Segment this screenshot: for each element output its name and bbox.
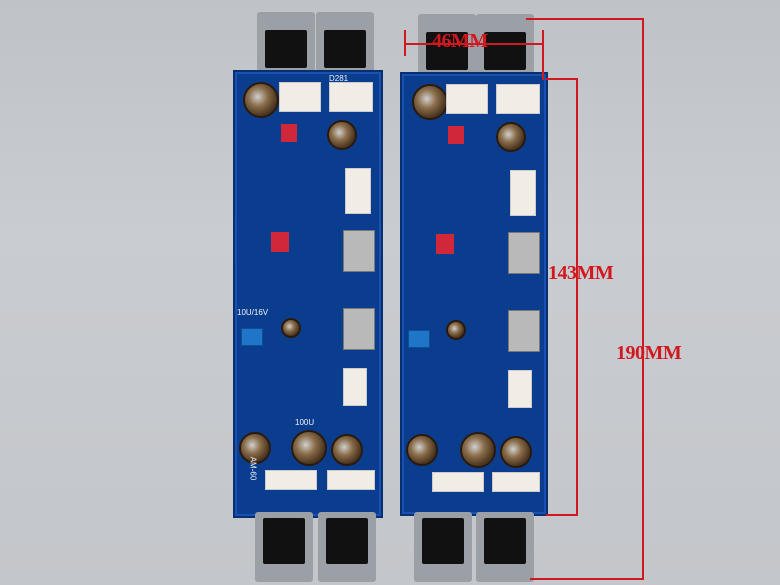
board-dim-line xyxy=(576,78,578,516)
model-label: AM-60 xyxy=(248,456,258,481)
white-resistor xyxy=(279,82,321,112)
cap xyxy=(500,436,532,468)
cap xyxy=(243,82,279,118)
pcb-left: AM-60 100U D281 10U/16V xyxy=(233,70,383,518)
white-resistor xyxy=(446,84,488,114)
width-dim-tick-right xyxy=(542,30,544,80)
white-resistor xyxy=(492,472,540,492)
cap xyxy=(446,320,466,340)
cap xyxy=(239,432,271,464)
cap-label: 100U xyxy=(295,418,315,427)
top-transistor-left-2 xyxy=(316,12,374,72)
white-resistor xyxy=(265,470,317,490)
white-resistor xyxy=(327,470,375,490)
white-resistor xyxy=(510,170,536,216)
red-capacitor xyxy=(281,124,297,142)
pcb-right xyxy=(400,72,548,516)
board-dim-tick-top xyxy=(546,78,578,80)
red-capacitor xyxy=(448,126,464,144)
board-dim-tick-bottom xyxy=(546,514,578,516)
cap xyxy=(412,84,448,120)
driver-transistor xyxy=(508,232,540,274)
overall-dim-tick-bottom xyxy=(530,578,644,580)
width-dim-tick-left xyxy=(404,30,406,56)
cap xyxy=(281,318,301,338)
driver-transistor xyxy=(343,230,375,272)
white-resistor xyxy=(496,84,540,114)
bias-trimmer xyxy=(408,330,430,348)
red-capacitor xyxy=(271,232,289,252)
white-resistor xyxy=(508,370,532,408)
cap xyxy=(496,122,526,152)
cap xyxy=(327,120,357,150)
top-transistor-left-1 xyxy=(257,12,315,72)
cap xyxy=(460,432,496,468)
overall-dim-tick-top xyxy=(526,18,644,20)
bottom-transistor-right-1 xyxy=(414,512,472,582)
overall-dim-line xyxy=(642,18,644,580)
bias-trimmer xyxy=(241,328,263,346)
driver-transistor xyxy=(343,308,375,350)
white-resistor xyxy=(343,368,367,406)
board-length-label: 143MM xyxy=(548,262,614,284)
overall-length-label: 190MM xyxy=(616,342,682,364)
white-resistor xyxy=(345,168,371,214)
width-dim-line xyxy=(404,43,544,45)
width-dimension-label: 46MM xyxy=(432,30,488,52)
cap xyxy=(291,430,327,466)
cap xyxy=(331,434,363,466)
cap xyxy=(406,434,438,466)
driver-transistor xyxy=(508,310,540,352)
bottom-transistor-left-1 xyxy=(255,512,313,582)
white-resistor xyxy=(329,82,373,112)
diode-label: D281 xyxy=(329,74,349,83)
marking-label: 10U/16V xyxy=(237,308,269,317)
white-resistor xyxy=(432,472,484,492)
bottom-transistor-left-2 xyxy=(318,512,376,582)
red-capacitor xyxy=(436,234,454,254)
bottom-transistor-right-2 xyxy=(476,512,534,582)
